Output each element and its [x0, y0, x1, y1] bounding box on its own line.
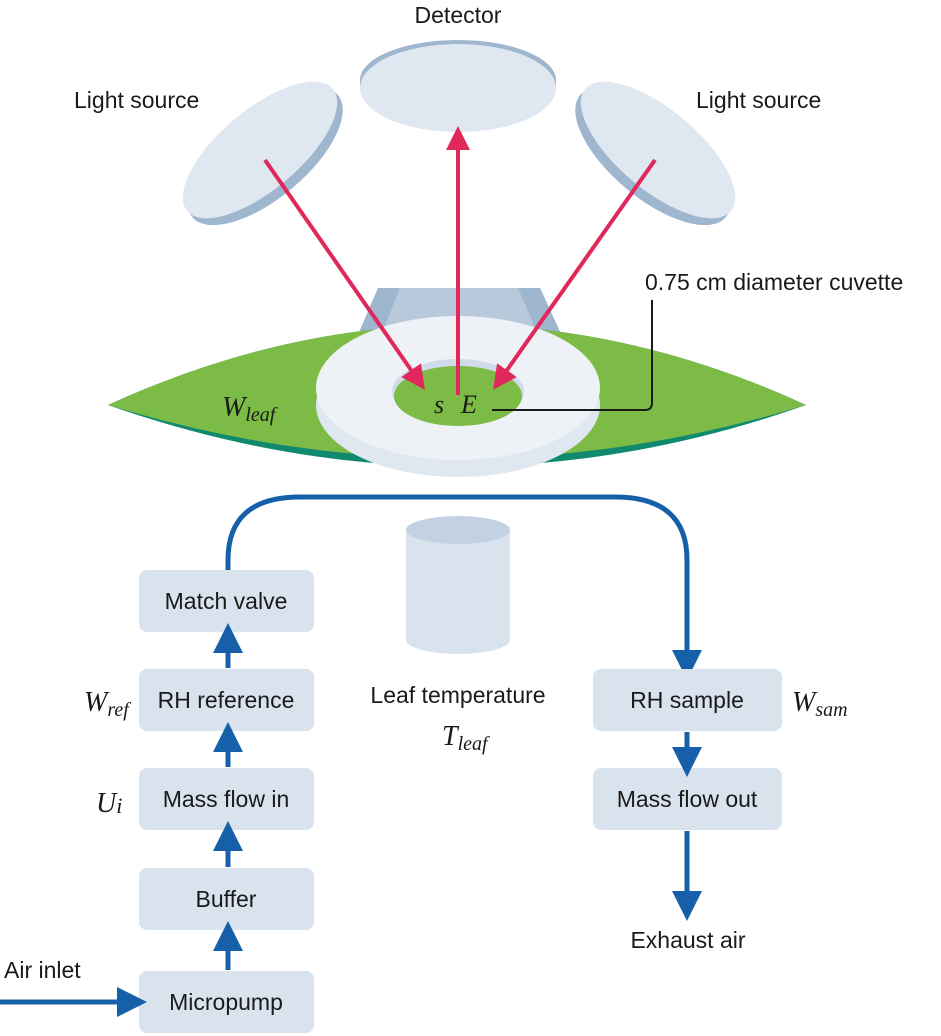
light-source-right-label: Light source: [696, 87, 821, 113]
svg-text:Micropump: Micropump: [169, 989, 283, 1015]
air-tube-loop: [225, 494, 702, 680]
e-label: E: [460, 390, 477, 419]
t-leaf-label: Tleaf: [442, 721, 490, 755]
svg-text:RH reference: RH reference: [158, 687, 295, 713]
match-valve-box: Match valve: [139, 570, 314, 632]
s-label: s: [434, 390, 444, 419]
rh-reference-box: RH reference: [139, 669, 314, 731]
leaf-temperature-label: Leaf temperature: [370, 682, 545, 708]
svg-text:Match valve: Match valve: [165, 588, 288, 614]
detector-disc: [360, 40, 556, 132]
svg-text:Mass flow out: Mass flow out: [617, 786, 758, 812]
w-leaf-label: Wleaf: [222, 392, 278, 426]
svg-text:Buffer: Buffer: [196, 886, 257, 912]
light-ray-left: [263, 158, 425, 390]
light-source-left-label: Light source: [74, 87, 199, 113]
rh-sample-box: RH sample: [593, 669, 782, 731]
light-source-right-disc: [575, 81, 736, 226]
leaf-temperature-sensor: [406, 516, 510, 654]
detector-label: Detector: [415, 2, 502, 28]
cuvette-leader-line: [492, 300, 653, 411]
w-sam-label: Wsam: [792, 687, 848, 721]
mass-flow-in-box: Mass flow in: [139, 768, 314, 830]
light-ray-right: [493, 158, 657, 390]
svg-text:Mass flow in: Mass flow in: [163, 786, 290, 812]
exhaust-air-label: Exhaust air: [630, 927, 745, 953]
svg-text:RH sample: RH sample: [630, 687, 744, 713]
light-source-left-disc: [182, 81, 343, 226]
w-ref-label: Wref: [84, 687, 131, 721]
cuvette-label: 0.75 cm diameter cuvette: [645, 269, 903, 295]
air-inlet-label: Air inlet: [4, 957, 81, 983]
micropump-box: Micropump: [139, 971, 314, 1033]
buffer-box: Buffer: [139, 868, 314, 930]
u-i-label: Ui: [96, 788, 122, 819]
mass-flow-out-box: Mass flow out: [593, 768, 782, 830]
